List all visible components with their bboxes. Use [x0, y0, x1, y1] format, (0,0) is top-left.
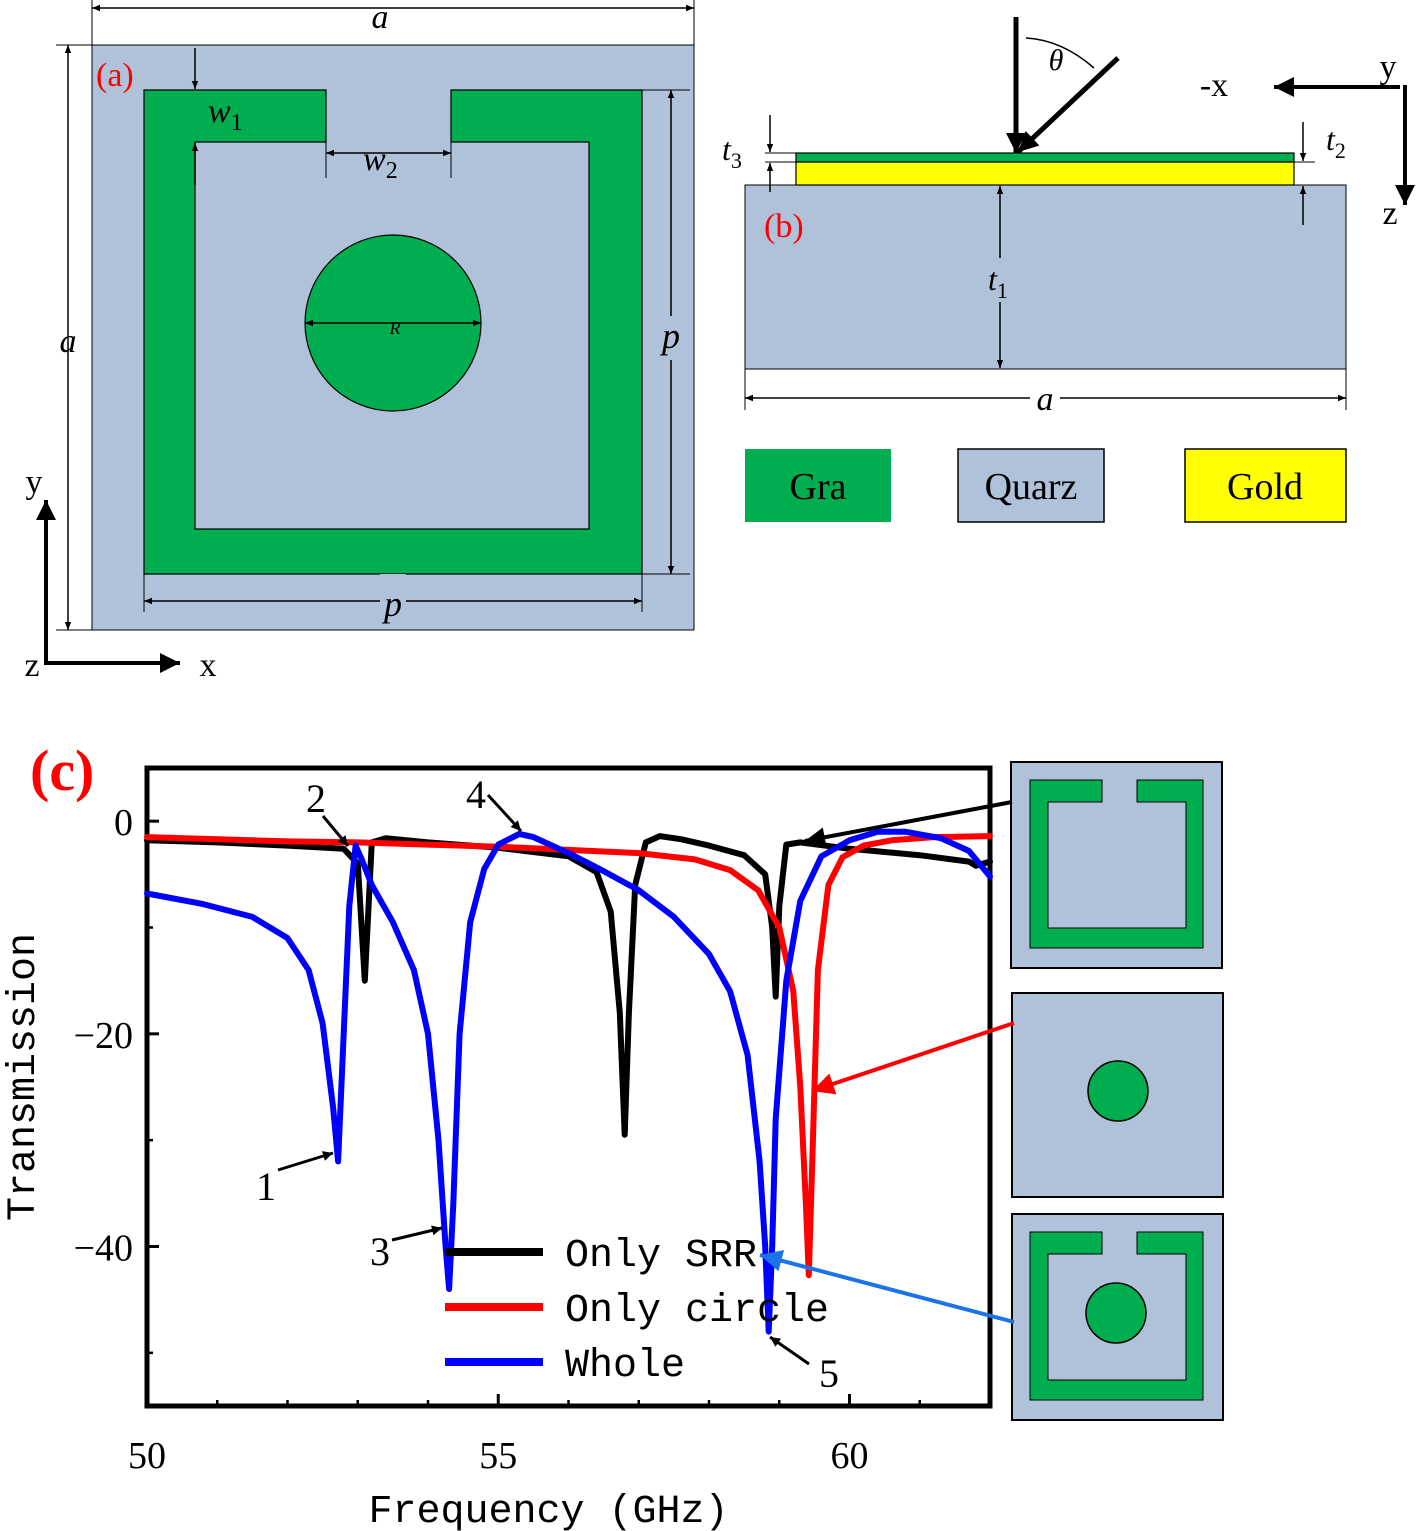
panel-label-c: (c) — [30, 738, 94, 803]
annotation-4: 4 — [466, 772, 486, 817]
annotation-1-arrow — [277, 1151, 334, 1172]
label-a-left: a — [60, 323, 77, 360]
x-tick-label: 55 — [479, 1435, 517, 1477]
label-p-right: p — [659, 316, 680, 356]
inset-whole — [1011, 1213, 1224, 1421]
label-t2: t2 — [1326, 121, 1346, 163]
y-tick-label: 0 — [114, 802, 133, 844]
label-t1: t1 — [988, 261, 1008, 303]
label-R: R — [389, 318, 401, 338]
axis-x-label: x — [200, 647, 217, 684]
incident-wave-oblique-arrow — [1016, 56, 1120, 154]
annotation-2: 2 — [306, 776, 326, 821]
label-a-top: a — [372, 0, 389, 36]
series-line-whole — [144, 828, 993, 1335]
label-p-bottom: p — [381, 584, 402, 624]
quartz-substrate-side-view — [744, 184, 1347, 370]
legend-label-gold: Gold — [1227, 466, 1303, 508]
axis-y-label-b: y — [1380, 49, 1397, 86]
pointer-arrow-whole — [759, 1249, 1015, 1324]
annotation-3: 3 — [370, 1229, 390, 1274]
x-axis-title: Frequency (GHz) — [368, 1490, 728, 1531]
x-tick-label: 60 — [831, 1435, 869, 1477]
label-backdrop — [986, 258, 1022, 302]
inset-only-circle — [1011, 992, 1224, 1198]
annotation-3-arrow — [391, 1225, 443, 1242]
legend-label-graphene: Gra — [790, 466, 847, 508]
inset-only-srr — [1010, 761, 1223, 969]
gold-layer — [795, 161, 1295, 186]
label-backdrop — [656, 316, 686, 360]
legend-swatch-quartz — [957, 448, 1105, 523]
series-line-only-srr — [144, 833, 993, 1138]
label-w2: w2 — [363, 141, 398, 184]
material-legend: Gra Quarz Gold — [745, 448, 1347, 523]
annotation-1: 1 — [256, 1164, 276, 1209]
label-backdrop — [1030, 384, 1060, 414]
panel-a: a a (a) w1 w2 R p p y x — [24, 0, 695, 684]
label-t3: t3 — [722, 131, 742, 173]
legend-label: Only circle — [565, 1289, 829, 1334]
panel-label-a: (a) — [96, 57, 134, 94]
annotation-2-arrow — [321, 815, 350, 847]
legend-swatch-graphene — [745, 449, 891, 522]
label-w1: w1 — [208, 93, 243, 136]
axis-minus-x-label: -x — [1200, 67, 1228, 104]
legend-label: Whole — [565, 1344, 685, 1389]
label-backdrop — [380, 574, 406, 628]
axis-z-label-b: z — [1382, 195, 1397, 232]
theta-arc — [1025, 37, 1095, 69]
panel-label-b: (b) — [764, 208, 804, 245]
y-tick-label: −40 — [74, 1228, 133, 1270]
y-tick-label: −20 — [74, 1015, 133, 1057]
axis-y-label: y — [26, 464, 43, 501]
axis-z-label: z — [24, 647, 39, 684]
legend-swatch-gold — [1184, 448, 1347, 523]
legend-label-quartz: Quarz — [985, 466, 1078, 508]
y-axis-title: Transmission — [2, 933, 47, 1221]
annotation-4-arrow — [486, 793, 523, 833]
annotation-5-arrow — [769, 1335, 810, 1366]
label-a-side: a — [1037, 381, 1054, 418]
pointer-arrow-only-circle — [811, 1021, 1015, 1095]
x-tick-label: 50 — [128, 1435, 166, 1477]
label-theta: θ — [1049, 44, 1064, 77]
legend-label: Only SRR — [565, 1234, 757, 1279]
series-line-only-circle — [144, 833, 993, 1279]
annotation-5: 5 — [819, 1351, 839, 1396]
pointer-arrow-only-srr — [804, 800, 1013, 848]
graphene-layer — [795, 152, 1295, 163]
panel-b: θ t3 t2 t1 (b) a -x y z Gra — [722, 17, 1415, 523]
